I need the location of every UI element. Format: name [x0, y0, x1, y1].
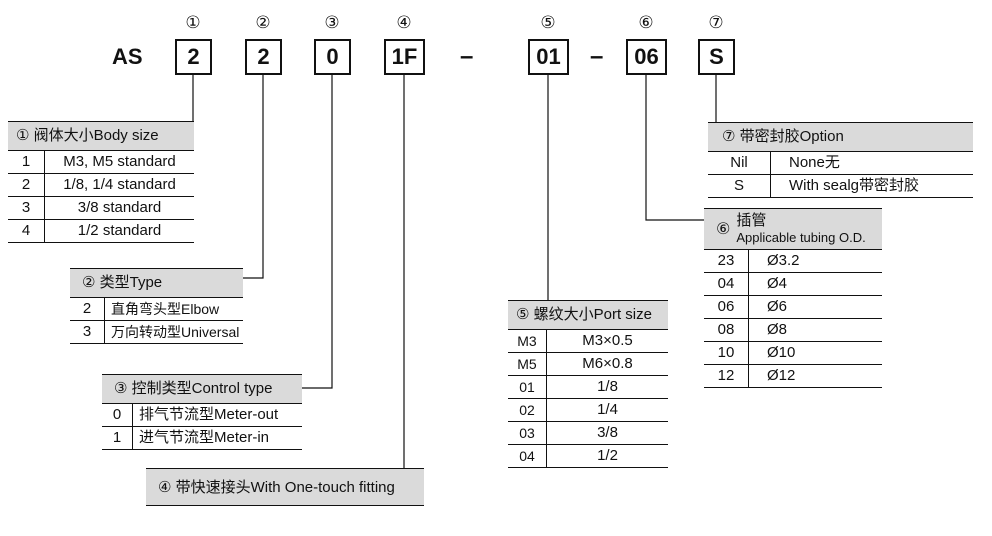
position-6-label: ⑥ — [638, 13, 654, 32]
code-box-type: 2 — [245, 39, 282, 75]
code-box-fitting: 1F — [384, 39, 425, 75]
code-box-body-size: 2 — [175, 39, 212, 75]
model-prefix: AS — [112, 44, 143, 69]
connector-tubing — [645, 74, 704, 221]
position-4-label: ④ — [396, 13, 412, 32]
body-size-header: ① 阀体大小Body size — [8, 121, 194, 151]
fitting-header: ④ 带快速接头With One-touch fitting — [146, 468, 424, 506]
position-2-label: ② — [255, 13, 271, 32]
tubing-header-en: Applicable tubing O.D. — [736, 230, 866, 245]
position-3-label: ③ — [324, 13, 340, 32]
control-type-header: ③ 控制类型Control type — [102, 374, 302, 404]
tubing-header-cn: 插管 — [736, 212, 767, 229]
port-size-header: ⑤ 螺纹大小Port size — [508, 300, 668, 330]
tubing-header: ⑥ 插管 Applicable tubing O.D. — [704, 208, 882, 250]
position-5-label: ⑤ — [540, 13, 556, 32]
connector-type — [243, 74, 264, 279]
position-1-label: ① — [185, 13, 201, 32]
code-box-control-type: 0 — [314, 39, 351, 75]
code-box-option: S — [698, 39, 735, 75]
code-box-port-size: 01 — [528, 39, 569, 75]
option-header: ⑦ 带密封胶Option — [708, 122, 973, 152]
position-7-label: ⑦ — [708, 13, 724, 32]
type-header: ② 类型Type — [70, 268, 243, 298]
separator-dash-2: – — [590, 43, 604, 70]
connector-control-type — [302, 74, 333, 389]
separator-dash-1: – — [460, 43, 474, 70]
code-box-tubing: 06 — [626, 39, 667, 75]
tubing-circle: ⑥ — [716, 220, 731, 238]
